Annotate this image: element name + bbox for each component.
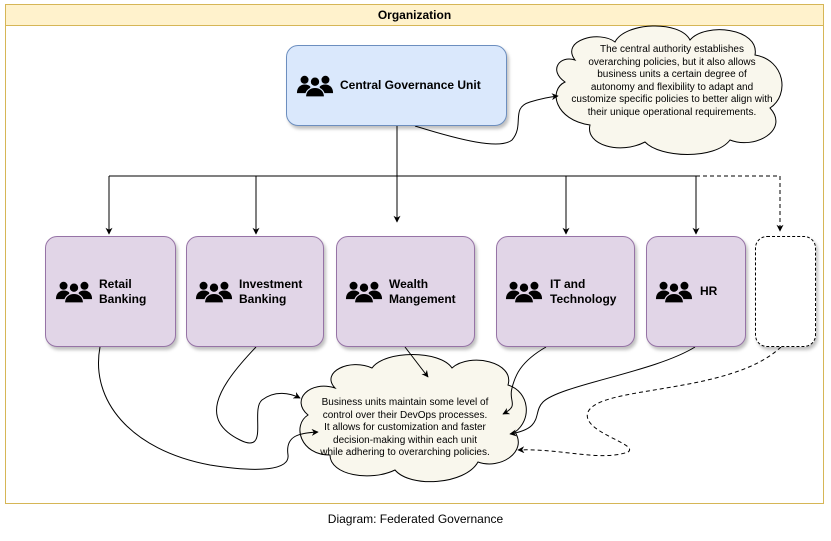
unit-wealth-mangement[interactable]: Wealth Mangement bbox=[336, 236, 475, 347]
unit-hr[interactable]: HR bbox=[646, 236, 746, 347]
unit-label: Investment Banking bbox=[239, 277, 303, 306]
unit-investment-banking[interactable]: Investment Banking bbox=[186, 236, 324, 347]
tree-connectors bbox=[105, 126, 784, 235]
people-icon bbox=[345, 281, 383, 304]
organization-title: Organization bbox=[6, 5, 823, 26]
unit-to-note-arrows bbox=[98, 346, 782, 470]
unit-it-and-technology[interactable]: IT and Technology bbox=[496, 236, 635, 347]
diagram-caption: Diagram: Federated Governance bbox=[327, 512, 504, 526]
unit-label: Wealth Mangement bbox=[389, 277, 456, 306]
unit-retail-banking[interactable]: Retail Banking bbox=[45, 236, 176, 347]
unit-label: Retail Banking bbox=[99, 277, 147, 306]
central-governance-unit[interactable]: Central Governance Unit bbox=[286, 45, 507, 126]
unit-label: IT and Technology bbox=[550, 277, 617, 306]
people-icon bbox=[296, 75, 334, 98]
unit-label: HR bbox=[700, 284, 718, 298]
central-governance-label: Central Governance Unit bbox=[340, 78, 481, 92]
people-icon bbox=[505, 281, 543, 304]
people-icon bbox=[195, 281, 233, 304]
units-note-cloud bbox=[299, 354, 527, 483]
central-to-note-arrow bbox=[414, 93, 559, 145]
people-icon bbox=[55, 281, 93, 304]
central-note-cloud bbox=[555, 25, 783, 155]
unit-placeholder[interactable] bbox=[755, 236, 816, 347]
central-note-text: The central authority establishes overar… bbox=[571, 44, 773, 118]
units-note-text: Business units maintain some level of co… bbox=[320, 397, 490, 458]
people-icon bbox=[655, 281, 693, 304]
